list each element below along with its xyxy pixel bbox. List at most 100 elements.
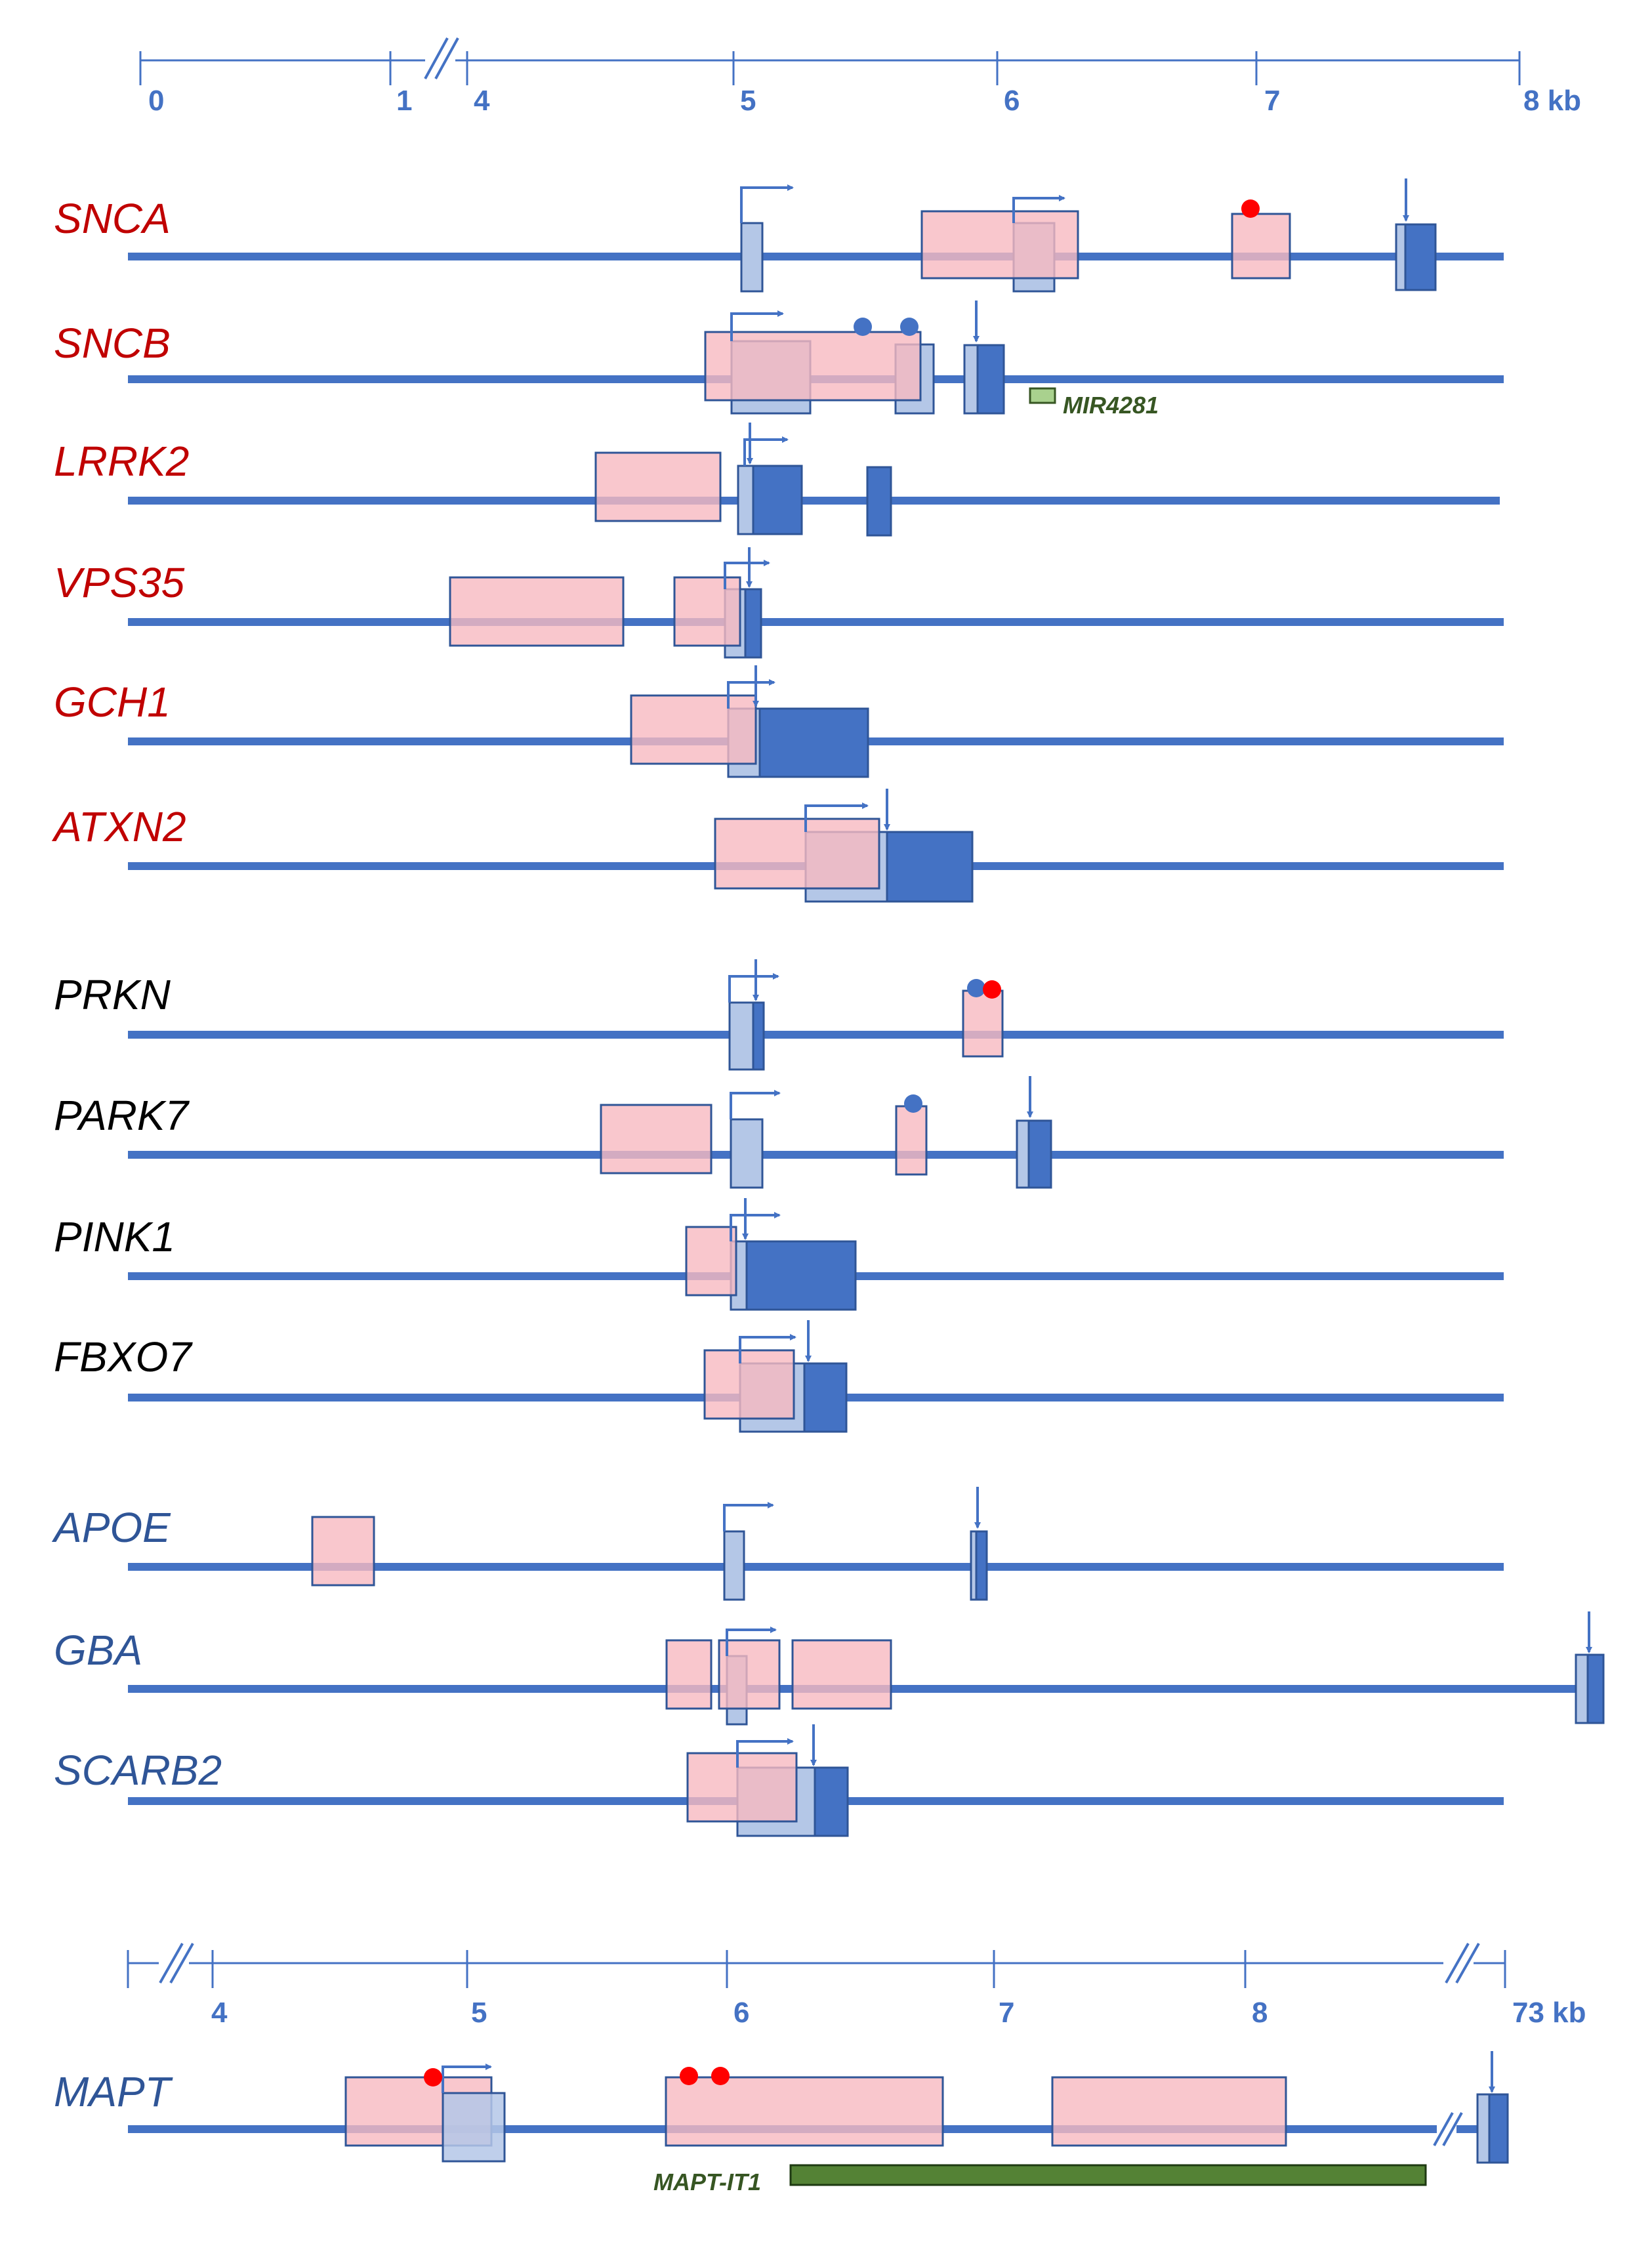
gene-track-atxn2 [714, 789, 974, 903]
top-tick-label: 0 [148, 85, 164, 117]
coding-exon [975, 1530, 988, 1601]
gene-label-scarb2: SCARB2 [54, 1747, 222, 1794]
tss-arrow-icon [730, 310, 784, 341]
promoter-region [703, 1349, 795, 1420]
tss-arrow-icon [442, 2064, 492, 2093]
gene-label-mapt: MAPT [54, 2068, 173, 2115]
utr-exon [442, 2092, 506, 2163]
coding-exon [803, 1362, 848, 1433]
variant-dot-red [424, 2068, 442, 2086]
gene-label-park7: PARK7 [54, 1092, 190, 1139]
promoter-region [1231, 213, 1291, 280]
coding-exon [886, 831, 974, 903]
track-break-icon [1433, 2112, 1463, 2146]
gene-label-vps35: VPS35 [54, 559, 185, 606]
coding-exon [1027, 1119, 1052, 1189]
gene-track-pink1 [685, 1198, 857, 1311]
promoter-region [665, 2076, 944, 2147]
bottom-tick-label: 4 [211, 1997, 228, 2029]
coding-exon [752, 1001, 765, 1071]
gene-labels: SNCA SNCB LRRK2 VPS35 GCH1 ATXN2 PRKN PA… [51, 195, 222, 2115]
promoter-region [704, 331, 922, 402]
promoter-region [594, 451, 722, 522]
top-tick-label: 7 [1264, 85, 1280, 117]
variant-dot-blue [854, 318, 872, 336]
axis-break-gap [425, 38, 455, 83]
promoter-region [311, 1516, 375, 1587]
gene-label-atxn2: ATXN2 [51, 803, 186, 850]
variant-dot-blue [967, 979, 985, 997]
gene-track-sncb [704, 301, 1056, 415]
coding-exon [752, 465, 803, 535]
bottom-axis-labels: 4 5 6 7 8 73 kb [211, 1997, 1586, 2029]
mapt-it1-block [789, 2164, 1427, 2186]
gene-track-fbxo7 [703, 1320, 848, 1433]
tss-arrow-icon [739, 1334, 796, 1363]
mir4281-block [1029, 387, 1056, 404]
gene-track-apoe [311, 1487, 988, 1601]
coding-exon [758, 707, 869, 778]
coding-exon [866, 466, 892, 537]
gene-track-snca [740, 178, 1437, 293]
gene-label-fbxo7: FBXO7 [54, 1333, 193, 1380]
tss-arrow-icon [736, 1738, 794, 1768]
variant-dot-red [680, 2067, 698, 2085]
axis-break-icon [159, 1943, 194, 1983]
gene-track-gch1 [630, 665, 869, 778]
promoter-region [630, 694, 757, 765]
promoter-region [895, 1105, 928, 1176]
tss-arrow-icon [728, 973, 779, 1003]
axis-break-icon [424, 37, 459, 79]
tss-arrow-icon [730, 1090, 781, 1119]
coding-exon [976, 344, 1005, 415]
tss-arrow-icon [1012, 195, 1065, 223]
variant-dot-blue [900, 318, 919, 336]
top-tick-label: 8 kb [1523, 85, 1581, 117]
coding-exon [1488, 2093, 1509, 2164]
bottom-scale-axis [127, 1950, 1506, 1988]
mapt-it1-label: MAPT-IT1 [653, 2169, 761, 2195]
top-tick-label: 4 [474, 85, 490, 117]
variant-dot-blue [904, 1094, 922, 1113]
utr-exon [728, 1001, 757, 1071]
gene-label-pink1: PINK1 [54, 1213, 175, 1260]
variant-dot-red [1241, 199, 1260, 218]
promoter-region [718, 1639, 781, 1710]
promoter-region [600, 1104, 712, 1174]
mir4281-label: MIR4281 [1063, 392, 1159, 419]
track-lines [128, 253, 1581, 2133]
gene-track-lrrk2 [594, 423, 892, 537]
bottom-tick-label: 5 [471, 1997, 487, 2029]
tss-arrow-icon [804, 802, 869, 832]
bottom-tick-label: 7 [999, 1997, 1014, 2029]
variant-dot-red [983, 980, 1001, 999]
promoter-region [791, 1639, 892, 1710]
bottom-tick-label: 73 kb [1512, 1997, 1586, 2029]
coding-exon [745, 1240, 857, 1311]
gene-track-vps35 [449, 547, 770, 659]
axis-break-gap [159, 1942, 189, 1987]
bottom-tick-label: 8 [1252, 1997, 1268, 2029]
tss-arrow-icon [727, 679, 775, 709]
coding-exon [744, 588, 762, 659]
promoter-region [686, 1752, 798, 1823]
tss-arrow-icon [730, 1212, 781, 1241]
coding-exon [1586, 1653, 1605, 1724]
promoter-region [685, 1226, 737, 1297]
promoter-region [714, 818, 880, 890]
tss-arrow-icon [723, 1502, 774, 1531]
gene-label-prkn: PRKN [54, 971, 171, 1018]
gene-track-mapt [344, 2051, 1509, 2186]
top-tick-label: 1 [396, 85, 412, 117]
promoter-region [449, 576, 625, 647]
promoter-region [673, 576, 741, 647]
coding-exon [1404, 223, 1437, 291]
gene-label-gch1: GCH1 [54, 678, 171, 726]
gene-label-lrrk2: LRRK2 [54, 438, 189, 485]
axis-break-icon [1445, 1943, 1480, 1983]
gene-label-gba: GBA [54, 1627, 142, 1674]
utr-exon [723, 1530, 745, 1601]
top-tick-label: 5 [740, 85, 756, 117]
gene-label-snca: SNCA [54, 195, 171, 242]
